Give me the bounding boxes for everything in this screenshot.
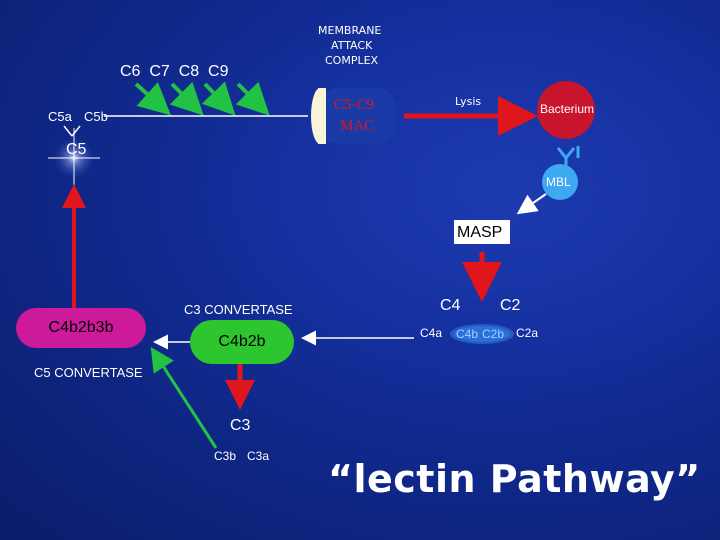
lysis-label: Lysis	[455, 95, 482, 108]
green-arrow-c7	[169, 81, 204, 116]
mac-header-line1: MEMBRANE	[318, 24, 382, 37]
page-title: “lectin Pathway”	[328, 457, 701, 501]
c5a-label: C5a	[48, 109, 72, 124]
c3b-green-arrow	[150, 346, 218, 449]
c4b-c2b-bubble	[450, 324, 514, 344]
c4-label: C4	[440, 297, 461, 314]
c4b2b3b-label: C4b2b3b	[48, 319, 114, 336]
c3b-label: C3b	[214, 449, 237, 463]
c2a-label: C2a	[516, 326, 539, 340]
c4b2b-label: C4b2b	[218, 333, 266, 350]
green-arrow-c9	[235, 81, 270, 116]
green-arrow-c8	[201, 81, 236, 116]
mbl-circle	[542, 164, 578, 200]
masp-label: MASP	[457, 224, 503, 241]
mac-label-line1: C5-C9	[334, 97, 375, 113]
mbl-to-masp-arrow	[516, 193, 547, 215]
c4b2b3b-node: C4b2b3b	[16, 308, 146, 348]
green-arrow-c6	[134, 82, 171, 116]
sparkle-icon	[48, 128, 100, 188]
c2-label: C2	[500, 297, 521, 314]
c5-convertase-label: C5 CONVERTASE	[34, 365, 143, 380]
masp-box	[454, 220, 510, 244]
c6-c9-label: C6 C7 C8 C9	[120, 63, 229, 80]
mbl-label: MBL	[546, 175, 571, 189]
mac-header-line3: COMPLEX	[325, 54, 379, 67]
c5a-branch-line	[63, 125, 73, 137]
mac-pill	[311, 88, 396, 144]
c5-label: C5	[66, 141, 87, 158]
c5b-branch-line	[71, 125, 81, 137]
bacterium-label: Bacterium	[540, 102, 595, 116]
mac-header-line2: ATTACK	[331, 39, 373, 52]
c4b-label: C4b	[456, 327, 479, 341]
c3-convertase-label: C3 CONVERTASE	[184, 302, 293, 317]
c5b-label: C5b	[84, 109, 108, 124]
c4a-label: C4a	[420, 326, 443, 340]
c3-label: C3	[230, 417, 251, 434]
c4b2b-node: C4b2b	[190, 320, 294, 364]
c3a-label: C3a	[247, 449, 270, 463]
mac-label-line2: MAC	[340, 118, 375, 134]
bacterium-cell	[537, 81, 595, 139]
c2b-label: C2b	[482, 327, 505, 341]
